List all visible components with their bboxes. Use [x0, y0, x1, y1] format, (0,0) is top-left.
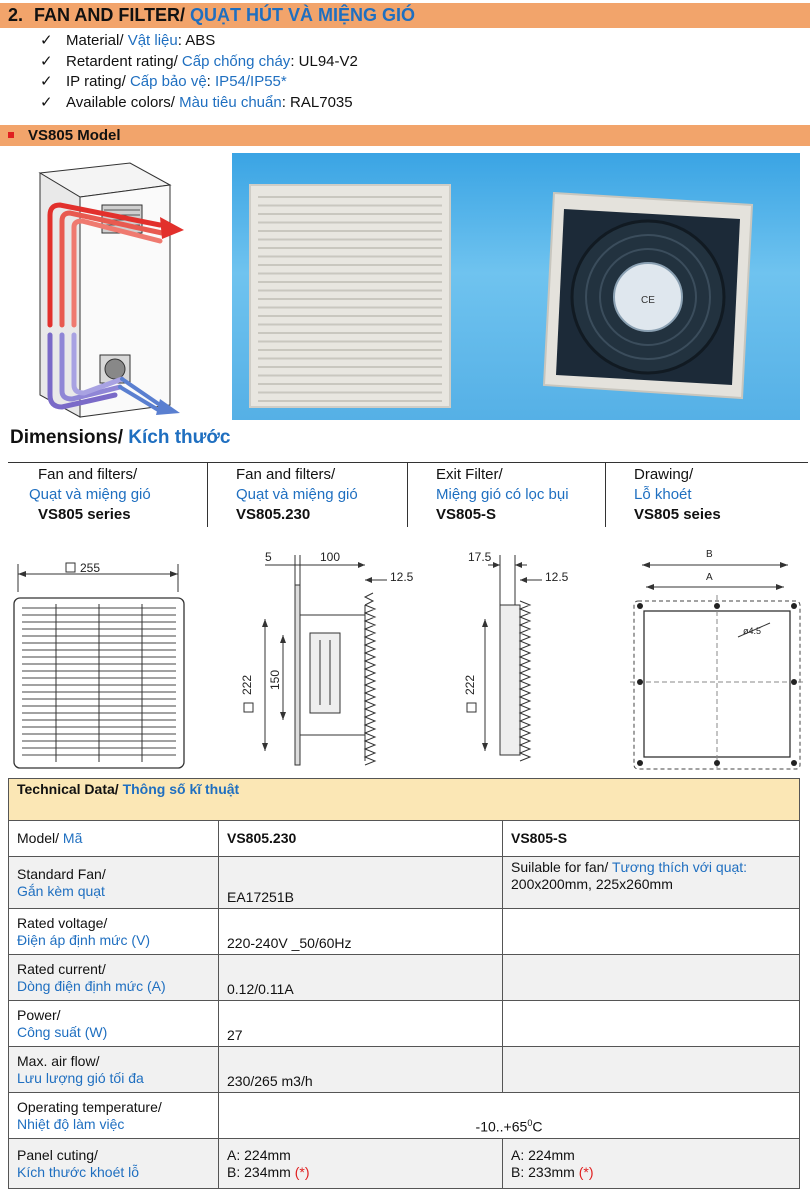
table-header: Technical Data/ Thông số kĩ thuật [8, 778, 800, 821]
drawing-front-grille: 255 [13, 561, 185, 769]
dim-150: 150 [268, 670, 282, 690]
spec-list: ✓Material/ Vật liệu: ABS ✓Retardent rati… [40, 31, 358, 113]
table-row: Rated voltage/Điện áp định mức (V) 220-2… [8, 908, 800, 955]
dim-hole: ø4.5 [743, 626, 761, 636]
table-row: Max. air flow/Lưu lượng gió tối đa 230/2… [8, 1046, 800, 1093]
model-bar-label: VS805 Model [28, 127, 121, 144]
table-header-row: Technical Data/ Thông số kĩ thuật [8, 778, 800, 821]
dim-12-5-s: 12.5 [545, 570, 569, 584]
dim-b: B [706, 549, 713, 560]
table-row: Power/Công suất (W) 27 [8, 1000, 800, 1047]
bullet-icon [8, 132, 14, 138]
technical-data-table: Technical Data/ Thông số kĩ thuật Model/… [8, 778, 800, 1189]
spec-item: ✓Material/ Vật liệu: ABS [40, 31, 358, 52]
drawing-cutout: B A ø4.5 [630, 549, 804, 770]
spec-item: ✓Retardent rating/ Cấp chống cháy: UL94-… [40, 52, 358, 73]
dim-17-5: 17.5 [468, 550, 492, 564]
dim-100: 100 [320, 550, 340, 564]
product-photo-svg: CE [249, 184, 754, 408]
drawing-side-vs805-230: 5 100 12.5 222 150 [240, 550, 414, 766]
cabinet-airflow-illustration [38, 162, 184, 418]
table-row: Operating temperature/Nhiệt độ làm việc … [8, 1092, 800, 1139]
check-icon: ✓ [40, 32, 53, 49]
column-vs805-s: Exit Filter/ Miệng gió có lọc bụi VS805-… [408, 463, 606, 527]
spec-item: ✓Available colors/ Màu tiêu chuẩn: RAL70… [40, 93, 358, 114]
section-heading: 2. FAN AND FILTER/ QUẠT HÚT VÀ MIỆNG GIÓ [0, 3, 810, 28]
dim-5: 5 [265, 550, 272, 564]
fan-label: CE [641, 295, 655, 306]
check-icon: ✓ [40, 93, 53, 111]
section-number: 2. [8, 5, 24, 25]
dimension-columns: Fan and filters/ Quạt và miệng gió VS805… [8, 462, 808, 527]
dim-222: 222 [240, 675, 254, 695]
drawing-side-vs805-s: 17.5 12.5 222 [463, 550, 569, 762]
model-bar: VS805 Model [0, 125, 810, 146]
section-title-en: FAN AND FILTER/ [34, 5, 186, 25]
dim-12-5: 12.5 [390, 570, 414, 584]
column-drawing: Drawing/ Lỗ khoét VS805 seies [634, 466, 721, 523]
table-row: Rated current/Dòng điện định mức (A) 0.1… [8, 954, 800, 1001]
column-vs805-series: Fan and filters/ Quạt và miệng gió VS805… [8, 463, 208, 527]
dim-width: 255 [80, 561, 100, 575]
spec-item: ✓IP rating/ Cấp bảo vệ: IP54/IP55* [40, 72, 358, 93]
dimensions-title: Dimensions/ Kích thước [10, 427, 231, 448]
product-photo: CE [232, 153, 800, 420]
check-icon: ✓ [40, 52, 53, 70]
dim-a: A [706, 572, 713, 583]
table-row-model: Model/ Mã VS805.230 VS805-S [8, 820, 800, 857]
dim-222-s: 222 [463, 675, 477, 695]
section-title-vi: QUẠT HÚT VÀ MIỆNG GIÓ [190, 5, 416, 25]
table-row: Panel cuting/Kích thước khoét lỗ A: 224m… [8, 1138, 800, 1189]
check-icon: ✓ [40, 73, 53, 90]
table-row: Standard Fan/Gắn kèm quạt EA17251B Suila… [8, 856, 800, 909]
column-vs805-230: Fan and filters/ Quạt và miệng gió VS805… [208, 463, 408, 527]
